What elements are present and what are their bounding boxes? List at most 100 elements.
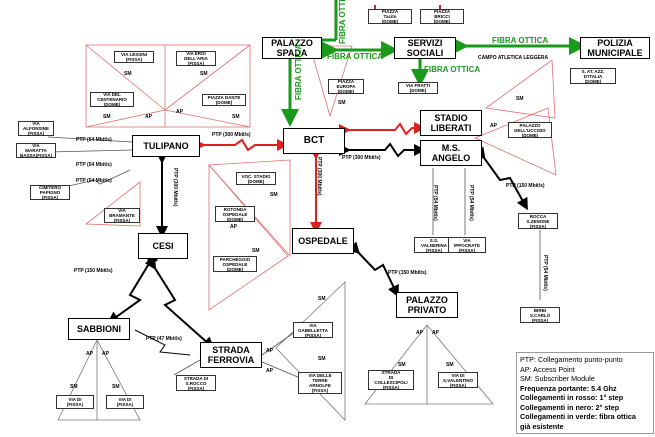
sub-via-fratti: VIA FRATTI (DOME) [398, 82, 438, 94]
fiber-label-2: FIBRA OTTICA [492, 36, 549, 45]
sabbioni-coverage [57, 339, 141, 421]
fiber-label-3: FIBRA OTTICA [424, 65, 481, 74]
sm-label: SM [112, 384, 120, 390]
ptp-tulipano-left1-label: PTP (54 Mbit/s) [76, 137, 112, 143]
sub-via-terre-arnolfe: VIA DELLE TERRE ARNOLFE (FISSA) [298, 372, 342, 394]
sector-labels: SM SM AP AP SM SM SM AP SM SM AP AP SM S… [70, 71, 524, 390]
ap-label: AP [416, 330, 424, 336]
ptp-sabbioni-ferrovia-label: PTP (47 Mbit/s) [146, 336, 182, 342]
sub-piazza-tacito: PIAZZA Tacito (DOME) [368, 9, 412, 24]
node-cesi: CESI [138, 233, 188, 259]
sub-parcheggio-ospedale: PARCHEGGIO OSPEDALE (DOME) [213, 256, 257, 272]
sub-strada-collescipoli: STRADA DI COLLESCIPOLI (FISSA) [368, 370, 414, 390]
node-tulipano: TULIPANO [132, 135, 200, 157]
sm-label: SM [103, 114, 111, 120]
ferrovia-coverage [275, 281, 346, 421]
ptp-tulipano-left2-label: PTP (54 Mbit/s) [76, 162, 112, 168]
black-links [107, 142, 528, 356]
sub-via-eroi: VIA EROI DELL'ARIA (FISSA) [176, 51, 216, 66]
ap-label: AP [86, 351, 94, 357]
ptp-tulipano-cesi-label: PTP (300 Mbit/s) [172, 168, 178, 207]
node-polizia-municipale: POLIZIA MUNICIPALE [580, 37, 650, 59]
sm-label: SM [252, 248, 260, 254]
sub-piazza-dante: PIAZZA DANTE (DOME) [202, 94, 246, 106]
sm-label: SM [398, 362, 406, 368]
legend-line: Collegamenti in nero: 2° step [520, 402, 620, 412]
node-palazzo-spada: PALAZZO SPADA [262, 37, 322, 59]
ptp-rocca-label: PTP (54 Mbit/s) [542, 255, 548, 291]
sub-via-maratta: VIA MARATTA BASSA(FISSA) [16, 143, 56, 158]
fiber-label-top: FIBRA OTTICA [338, 0, 347, 44]
sm-label: SM [70, 384, 78, 390]
node-servizi-sociali: SERVIZI SOCIALI [394, 37, 456, 59]
ptp-ospedale-privato-label: PTP (150 Mbit/s) [388, 270, 427, 276]
ap-label: AP [266, 348, 274, 354]
sub-via-valentino: VIA DI S.VALENTINO (FISSA) [438, 372, 478, 388]
ptp-bct-tulipano-label: PTP (300 Mbit/s) [212, 132, 251, 138]
sm-label: SM [124, 71, 132, 77]
legend-line: Collegamenti in verde: fibra ottica [520, 412, 636, 421]
ptp-tulipano-left3-label: PTP (54 Mbit/s) [76, 178, 112, 184]
sm-label: SM [318, 296, 326, 302]
sub-via-bramante: VIA BRAMANTE (FISSA) [104, 208, 140, 223]
node-ospedale: OSPEDALE [292, 228, 354, 254]
sm-label: SM [318, 356, 326, 362]
fiber-links [281, 0, 587, 127]
sub-s-atalia: S. AT. AZZ. D'ITALIA (DOME) [570, 68, 616, 84]
fiber-label-1: FIBRA OTTICA [327, 52, 384, 61]
privato-coverage [364, 324, 494, 405]
node-palazzo-privato: PALAZZO PRIVATO [396, 292, 458, 318]
ptp-cesi-sabbioni-label: PTP (150 Mbit/s) [74, 268, 113, 274]
sub-via-centenario: VIA DEL CENTENARIO (DOME) [90, 92, 134, 107]
ptp-bct-ospedale-label: PTP (300 Mbit/s) [316, 157, 322, 196]
ap-label: AP [266, 368, 274, 374]
legend-line: AP: Access Point [520, 364, 575, 374]
sm-label: SM [338, 100, 346, 106]
ap-label: AP [145, 114, 153, 120]
ptp-bct-angelo-label: PTP (300 Mbit/s) [342, 155, 381, 161]
legend-line: SM: Subscriber Module [520, 374, 595, 383]
node-stadio-liberati: STADIO LIBERATI [420, 110, 482, 136]
node-strada-ferrovia: STRADA FERROVIA [200, 342, 262, 368]
red-links [194, 5, 441, 234]
ap-label: AP [102, 351, 110, 357]
tulipano-coverage [85, 44, 251, 128]
legend-line: PTP: Collegamento punto-punto [520, 355, 623, 364]
sub-voc-stadio: VOC. STADIO (DOME) [236, 172, 276, 185]
legend-line: Frequenza portante: 5.4 Ghz [520, 383, 617, 393]
sub-via-sabbioni-right: VIA DI (FISSA) [106, 395, 144, 409]
sub-rotonda-ospedale: ROTONDA OSPEDALE (DOME) [215, 206, 255, 222]
ap-label: AP [230, 224, 238, 230]
sub-cimitero: CIMITERO PAPIGNO (FISSA) [30, 185, 70, 200]
sub-piazza-bricci: PIAZZA BRICCI (DOME) [420, 9, 464, 24]
sub-valnerina: S.S. VALNERINA (FISSA) [414, 237, 454, 253]
legend: PTP: Collegamento punto-punto AP: Access… [516, 352, 654, 434]
sub-strada-rocco: STRADA DI S.ROCCO (FISSA) [176, 375, 216, 391]
sub-via-sabbioni-left: VIA DI (FISSA) [56, 395, 94, 409]
servizi-coverage [473, 59, 557, 176]
fiber-label-spada: FIBRA OTTICA [294, 43, 303, 100]
sm-label: SM [446, 362, 454, 368]
ap-label: AP [432, 330, 440, 336]
ap-label: AP [490, 123, 498, 129]
node-ms-angelo: M.S. ANGELO [420, 140, 482, 166]
sub-via-gabelletta: VIA GABELLETTA (FISSA) [293, 322, 333, 338]
sub-palazzo-uccisio: PALAZZO DELL'UCCISIO (DOME) [508, 122, 552, 138]
node-sabbioni: SABBIONI [68, 318, 130, 340]
tulipano-left-triangle [84, 181, 141, 227]
ptp-angelo-left-label: PTP (54 Mbit/s) [432, 185, 438, 221]
sm-label: SM [232, 114, 240, 120]
ap-label: AP [176, 109, 184, 115]
sm-label: SM [270, 192, 278, 198]
sm-label: SM [516, 96, 524, 102]
sub-via-alfonsine: VIA ALFONSINE (FISSA) [18, 121, 54, 136]
ptp-angelo-diag-label: PTP (150 Mbit/s) [506, 183, 545, 189]
thin-links [47, 136, 541, 381]
legend-line: Collegamenti in rosso: 1° step [520, 393, 624, 402]
campo-atletica-label: CAMPO ATLETICA LEGGERA [478, 55, 549, 61]
node-bct: BCT [283, 128, 345, 154]
sub-birbi-s-carlo: BIRBI S.CARLO (FISSA) [520, 307, 560, 323]
sub-via-lessini: VIA LESSINI (FISSA) [114, 51, 154, 63]
legend-line: già esistente [520, 421, 564, 431]
sub-rocca-s-zenone: ROCCA S.ZENONE (FISSA) [518, 213, 558, 229]
